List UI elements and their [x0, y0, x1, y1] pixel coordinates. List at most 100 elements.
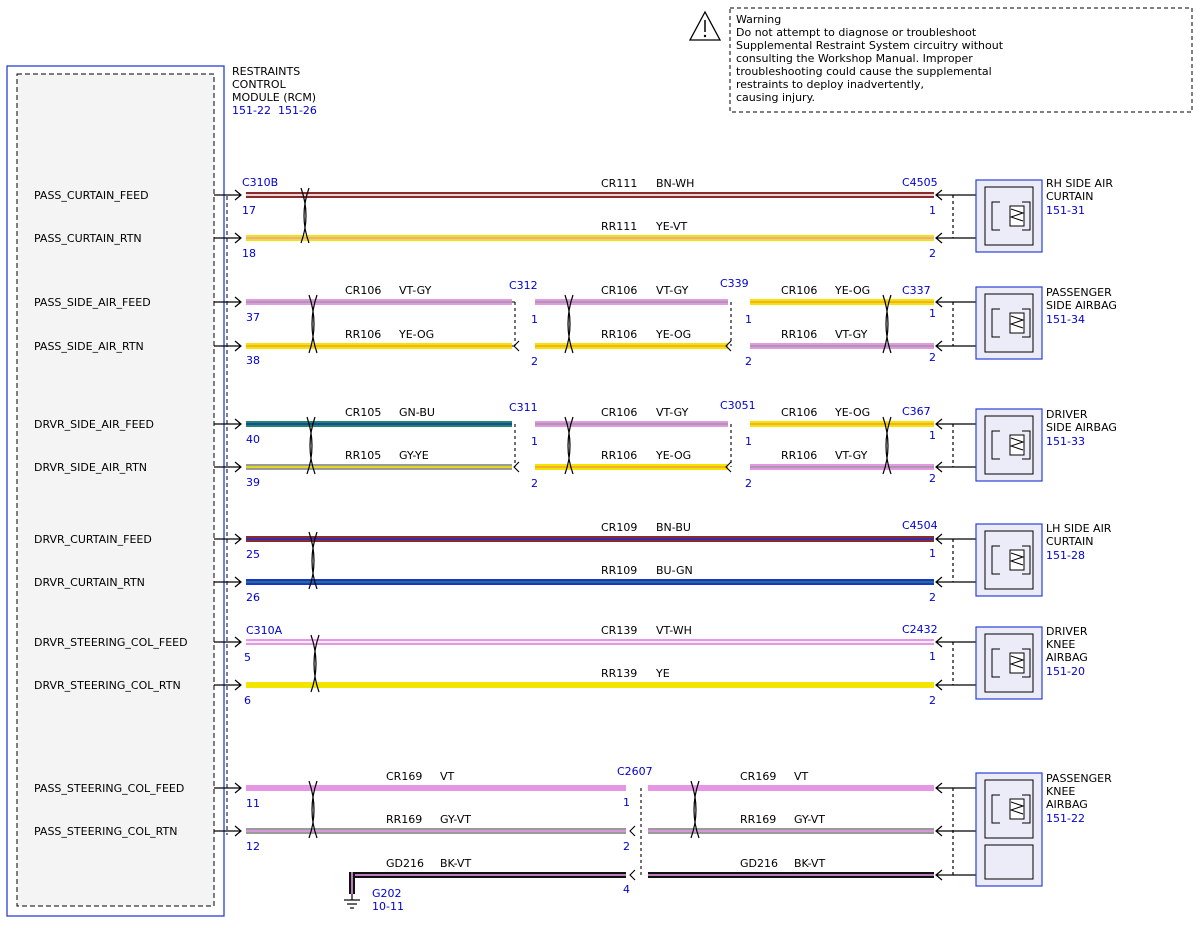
component-ref: 151-33 — [1046, 435, 1085, 448]
circuit-number: CR169 — [386, 770, 422, 783]
circuit-number: CR105 — [345, 406, 381, 419]
component-stubs — [935, 189, 976, 881]
wire-color: VT-GY — [399, 284, 432, 297]
circuit-number: RR106 — [601, 328, 637, 341]
circuit-number: CR169 — [740, 770, 776, 783]
wire-color: YE-OG — [834, 284, 870, 297]
circuit-number: RR106 — [345, 328, 381, 341]
wire-segments — [246, 192, 934, 894]
warning-line: restraints to deploy inadvertently, — [736, 78, 924, 91]
circuit-number: CR106 — [781, 284, 817, 297]
wire-color: VT-GY — [656, 406, 689, 419]
wire-color: GY-VT — [440, 813, 471, 826]
pin-label: PASS_CURTAIN_FEED — [34, 189, 149, 202]
pin-number: 1 — [623, 796, 630, 809]
component-name: KNEE — [1046, 638, 1075, 651]
pin-number: 1 — [531, 435, 538, 448]
lh-side-air-curtain — [975, 523, 1043, 597]
circuit-number: CR111 — [601, 177, 637, 190]
wire-color: BU-GN — [656, 564, 693, 577]
warning-line: Supplemental Restraint System circuitry … — [736, 39, 1004, 52]
connector-id: C337 — [902, 284, 931, 297]
pin-number: 25 — [246, 548, 260, 561]
pin-number: 4 — [623, 883, 630, 896]
pin-label: DRVR_CURTAIN_FEED — [34, 533, 152, 546]
wire-color: VT-GY — [835, 328, 868, 341]
driver-knee-airbag — [975, 626, 1043, 700]
warning-line: consulting the Workshop Manual. Improper — [736, 52, 973, 65]
wire-color: BK-VT — [794, 857, 825, 870]
rcm-module: RESTRAINTS CONTROL MODULE (RCM) 151-22 1… — [6, 65, 317, 917]
pin-number: 2 — [531, 477, 538, 490]
pin-number: 1 — [745, 435, 752, 448]
component-name: AIRBAG — [1046, 798, 1088, 811]
pin-number: 2 — [929, 472, 936, 485]
pin-number: 5 — [244, 651, 251, 664]
wire-color: GN-BU — [399, 406, 435, 419]
pin-number: 2 — [929, 351, 936, 364]
warning-line: causing injury. — [736, 91, 815, 104]
pin-number: 2 — [623, 840, 630, 853]
pin-number: 2 — [531, 355, 538, 368]
circuit-number: GD216 — [740, 857, 778, 870]
circuit-number: RR106 — [781, 328, 817, 341]
circuit-number: RR111 — [601, 220, 637, 233]
circuit-number: CR139 — [601, 624, 637, 637]
pin-number: 2 — [745, 355, 752, 368]
wire-color: VT — [440, 770, 455, 783]
circuit-number: RR139 — [601, 667, 637, 680]
pin-number: 1 — [929, 307, 936, 320]
wire-rr139-ye — [246, 682, 934, 688]
pin-label: DRVR_CURTAIN_RTN — [34, 576, 145, 589]
pin-number: 17 — [242, 204, 256, 217]
ground-name: G202 — [372, 887, 402, 900]
circuit-number: RR106 — [781, 449, 817, 462]
component-name: CURTAIN — [1046, 535, 1093, 548]
component-name: PASSENGER — [1046, 772, 1112, 785]
pin-number: 39 — [246, 476, 260, 489]
connector-id: C312 — [509, 279, 538, 292]
component-name: KNEE — [1046, 785, 1075, 798]
component-name: PASSENGER — [1046, 286, 1112, 299]
pin-label: PASS_STEERING_COL_FEED — [34, 782, 184, 795]
pin-number: 11 — [246, 797, 260, 810]
connector-id: C367 — [902, 405, 931, 418]
wire-color: VT-GY — [835, 449, 868, 462]
wire-cr169-vt — [648, 785, 934, 791]
pin-number: 2 — [745, 477, 752, 490]
pin-number: 1 — [929, 650, 936, 663]
airbag-components — [975, 179, 1043, 887]
wire-color: GY-YE — [399, 449, 429, 462]
wire-color: YE — [655, 667, 670, 680]
pin-number: 40 — [246, 433, 260, 446]
rcm-pin-stubs — [214, 189, 242, 837]
connector-id: C4505 — [902, 176, 938, 189]
pin-label: PASS_CURTAIN_RTN — [34, 232, 142, 245]
circuit-number: RR105 — [345, 449, 381, 462]
component-name: CURTAIN — [1046, 190, 1093, 203]
connector-id: C310B — [242, 176, 278, 189]
wire-color: BN-BU — [656, 521, 691, 534]
circuit-number: RR106 — [601, 449, 637, 462]
component-labels: RH SIDE AIR CURTAIN 151-31 PASSENGER SID… — [1046, 177, 1117, 825]
ground-ref: 10-11 — [372, 900, 404, 913]
wire-color: BK-VT — [440, 857, 471, 870]
wire-color: YE-OG — [398, 328, 434, 341]
connector-id: C3051 — [720, 399, 756, 412]
component-ref: 151-31 — [1046, 204, 1085, 217]
wire-color: YE-VT — [655, 220, 688, 233]
pin-number: 6 — [244, 694, 251, 707]
circuit-number: RR169 — [386, 813, 422, 826]
driver-side-airbag — [975, 408, 1043, 482]
wire-color: VT-WH — [656, 624, 692, 637]
circuit-number: CR106 — [781, 406, 817, 419]
pin-label: DRVR_SIDE_AIR_FEED — [34, 418, 154, 431]
warning-box: Warning Do not attempt to diagnose or tr… — [688, 7, 1193, 113]
inline-connector-marks — [512, 301, 732, 881]
pin-number: 1 — [531, 313, 538, 326]
warning-line: Warning — [736, 13, 781, 26]
circuit-number: CR106 — [601, 284, 637, 297]
component-name: AIRBAG — [1046, 651, 1088, 664]
component-name: SIDE AIRBAG — [1046, 421, 1117, 434]
pin-label: PASS_SIDE_AIR_FEED — [34, 296, 151, 309]
